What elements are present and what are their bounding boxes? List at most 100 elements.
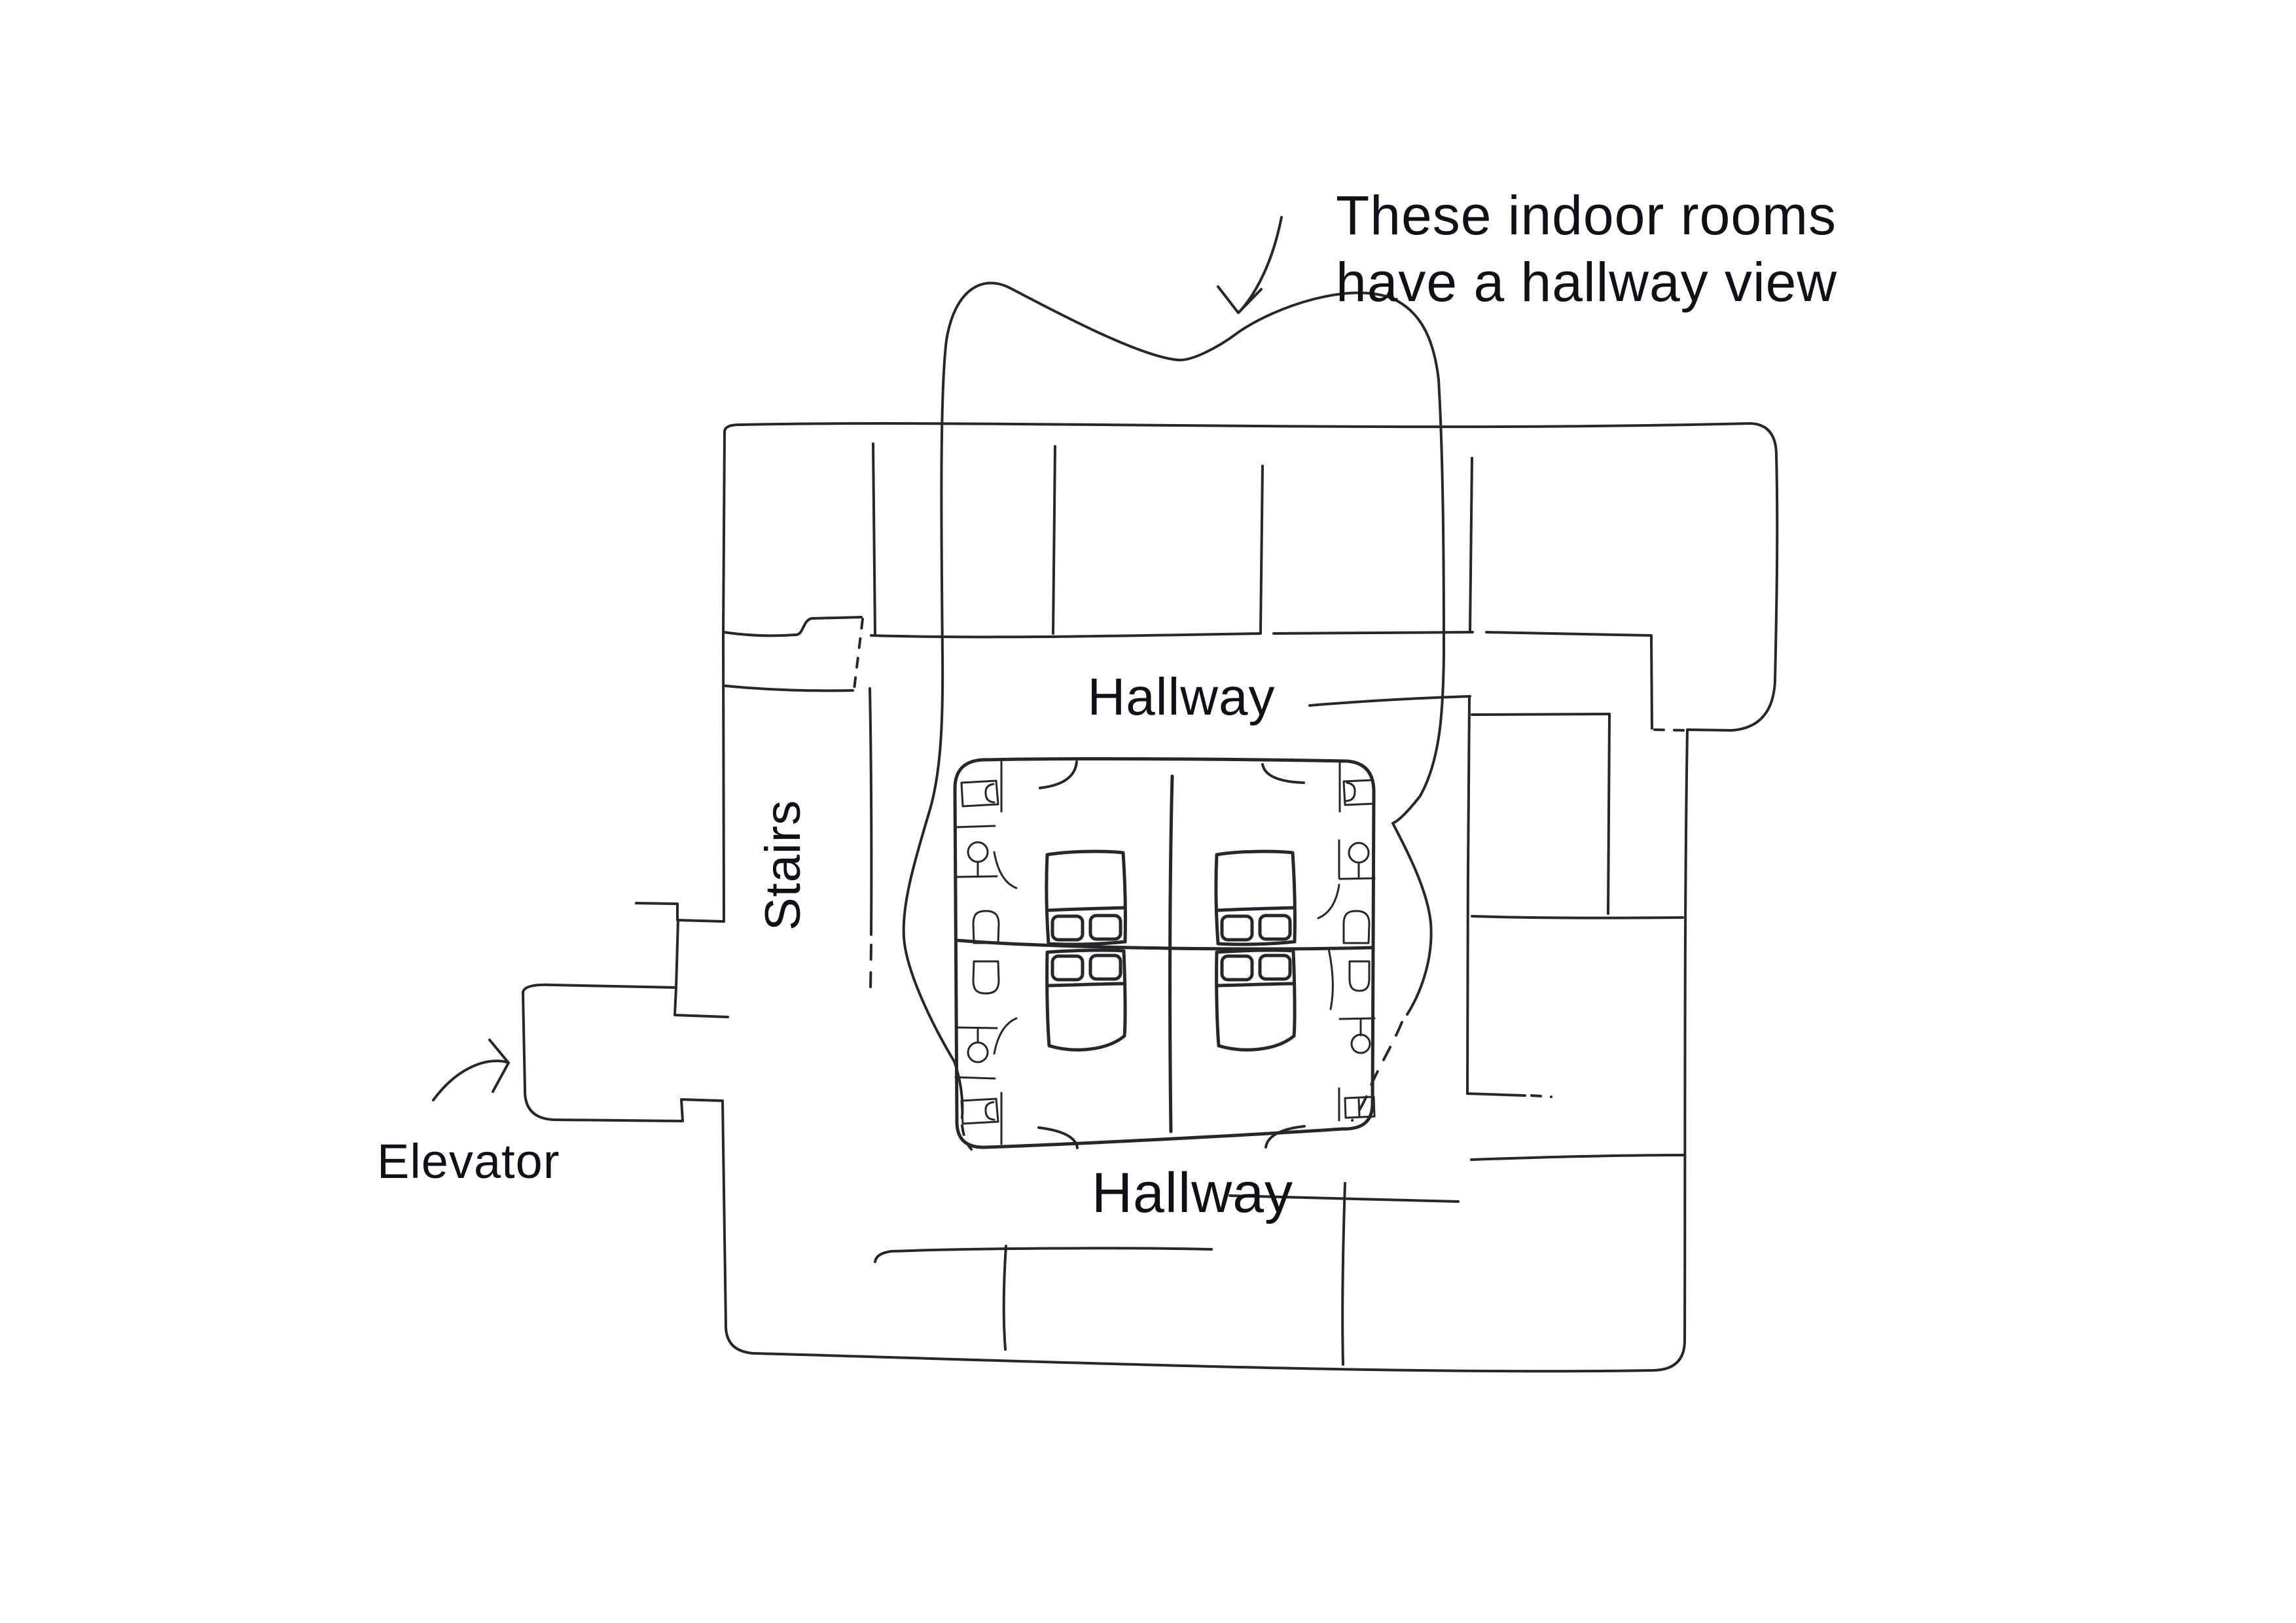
stairwell-right-wall-tail [869,944,872,992]
outer-wall [522,422,1779,1373]
room-bottom-left [954,948,1127,1145]
toilet-bowl-icon [1342,910,1371,944]
toilet-icon [1350,1033,1371,1054]
east-rooms [1308,695,1685,1161]
east-corridor-wall-foot [1466,1092,1526,1097]
stairwell-right-wall [869,687,873,936]
east-wall-dashes [1530,1094,1552,1098]
bed [1045,948,1127,1052]
bathroom-door-arc [993,1017,1018,1055]
elevator-arrow [432,1039,510,1101]
door-arc [1261,763,1305,784]
sink-icon [960,779,999,808]
pillow [1050,914,1085,942]
bathroom-door-arc [993,851,1018,889]
stairs-door-line [853,618,864,690]
room-divider [1259,465,1264,633]
toilet-bowl-icon [972,960,1000,995]
inner-rooms-block [953,757,1376,1149]
hallway-top-label: Hallway [1087,668,1275,726]
east-room-top-wall [1471,713,1610,716]
bed-sheet-line [1216,906,1295,912]
hallway-bottom-label: Hallway [1092,1162,1293,1224]
east-stub-wall [1308,695,1471,707]
door-arc [1265,1125,1306,1149]
lasso-left-side [902,281,1240,1119]
sink-basin [1345,781,1356,802]
center-wall-vertical [1168,774,1174,1133]
bathroom-door-arc [1327,948,1334,1010]
note-text-line2: have a hallway view [1336,251,1837,313]
sink-icon [1342,779,1376,806]
pillow [1088,954,1122,981]
bed-outline [1215,948,1297,1052]
top-rooms [723,442,1653,690]
partition-line [955,875,998,878]
bathroom-door-arc [1317,883,1340,919]
door-arc [1037,1126,1079,1149]
toilet-bowl-icon [1348,960,1371,992]
stairs-label: Stairs [755,800,811,931]
bottom-rooms [874,1182,1460,1366]
inner-block-outline [953,757,1376,1149]
bed-sheet-line [1047,906,1126,912]
hallway-end-wall [1650,635,1653,730]
elevator-door-jamb [673,986,729,1018]
hallway-top-wall-2 [1272,631,1474,635]
partition-line [1338,877,1376,880]
bed-outline [1214,849,1297,946]
partition-line [1338,1017,1376,1020]
room-divider [1469,457,1473,632]
stairwell-top-wall [724,685,854,692]
stairwell [724,685,873,992]
note-arrow [1217,216,1283,314]
partition-line [954,1076,996,1080]
room-top-right [1214,762,1376,946]
partition-line [954,825,996,829]
wall-notch [635,902,679,921]
pillow [1088,914,1122,941]
bottom-right-divider [1341,1182,1346,1366]
elevator-label: Elevator [377,1134,560,1188]
lasso-left-tail [961,1124,973,1150]
bed [1215,948,1297,1052]
toilet-icon [1348,842,1370,864]
bathroom [1338,960,1376,1122]
hallway-top-wall-3 [1485,631,1653,637]
elevator-arrow-head [488,1039,510,1093]
pillow [1220,954,1254,982]
toilet-icon [967,841,989,863]
hallway-top-wall-1 [870,632,1262,639]
bottom-room-divider [1002,1245,1007,1351]
pillow [1258,954,1292,981]
building-outline [522,422,1779,1373]
pillow [1258,914,1292,941]
east-room-side-wall [1607,713,1611,915]
east-room-divider [1470,1154,1685,1161]
door-arc [1039,760,1078,789]
sink-icon [1344,1096,1376,1119]
room-divider [1052,445,1056,635]
top-left-room-bottom-wall [723,631,797,637]
note-arrow-shaft [1238,216,1283,313]
pillow [1050,954,1085,982]
note-text-line1: These indoor rooms [1336,185,1837,246]
bed-outline [1045,948,1127,1052]
sink-basin [984,1101,996,1121]
room-bottom-right [1215,948,1376,1122]
toilet-icon [967,1041,989,1063]
elevator-arrow-shaft [432,1060,509,1101]
annotations: These indoor rooms have a hallway view H… [377,185,1837,1224]
lasso-right-side [1238,291,1445,1016]
east-corridor-wall [1466,696,1471,1095]
center-wall-horizontal [956,938,1374,951]
toilet-bowl-icon [972,910,1000,944]
bathroom [954,760,1003,944]
bottom-rooms-top-wall [874,1247,1213,1263]
partition-line [955,1026,998,1029]
bed-outline [1045,849,1127,946]
bathroom [1338,762,1376,944]
bed-sheet-line [1216,982,1295,988]
